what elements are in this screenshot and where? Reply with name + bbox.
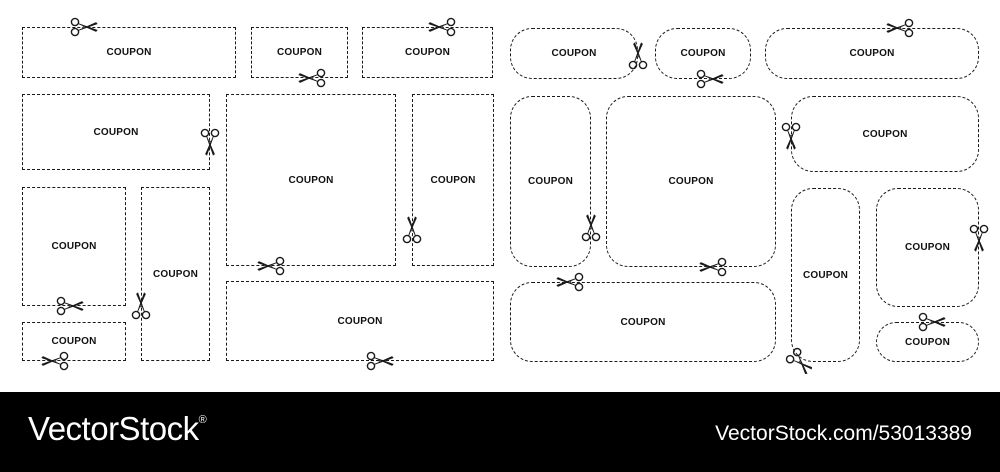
coupon-box: COUPON <box>510 96 591 267</box>
coupon-box: COUPON <box>141 187 210 361</box>
coupon-label: COUPON <box>680 48 726 59</box>
coupon-label: COUPON <box>51 336 97 347</box>
coupon-label: COUPON <box>862 128 908 140</box>
coupon-box: COUPON <box>22 322 126 361</box>
scissors-icon <box>55 291 85 321</box>
coupon-box: COUPON <box>22 94 210 170</box>
coupon-box: COUPON <box>655 28 751 79</box>
coupon-label: COUPON <box>620 316 666 328</box>
coupon-box: COUPON <box>226 94 396 266</box>
scissors-icon <box>397 215 427 245</box>
scissors-icon <box>126 291 156 321</box>
scissors-icon <box>427 12 457 42</box>
coupon-label: COUPON <box>152 268 199 280</box>
coupon-box: COUPON <box>510 28 638 79</box>
scissors-icon <box>365 346 395 376</box>
coupon-box: COUPON <box>510 282 776 362</box>
scissors-icon <box>256 251 286 281</box>
coupon-label: COUPON <box>802 269 849 281</box>
scissors-icon <box>917 307 947 337</box>
scissors-icon <box>195 127 225 157</box>
scissors-icon <box>555 267 585 297</box>
coupon-box: COUPON <box>22 27 236 78</box>
coupon-label: COUPON <box>93 126 139 138</box>
scissors-icon <box>623 41 653 71</box>
coupon-label: COUPON <box>276 47 323 58</box>
scissors-icon <box>297 63 327 93</box>
coupon-box: COUPON <box>412 94 494 266</box>
coupon-label: COUPON <box>527 176 574 187</box>
scissors-icon <box>40 346 70 376</box>
coupon-box: COUPON <box>606 96 776 267</box>
scissors-icon <box>885 13 915 43</box>
image-credit: VectorStock.com/53013389 <box>715 422 972 445</box>
coupon-label: COUPON <box>288 174 334 186</box>
coupon-label: COUPON <box>904 242 951 253</box>
scissors-icon <box>69 12 99 42</box>
scissors-icon <box>964 223 994 253</box>
coupon-label: COUPON <box>106 47 152 58</box>
coupon-sheet: COUPON COUPON COUPON COUPON COUPON COUPO… <box>22 12 994 377</box>
brand-logo: VectorStock® <box>28 410 207 448</box>
coupon-label: COUPON <box>668 176 714 187</box>
scissors-icon <box>785 347 815 377</box>
footer-bar: VectorStock® VectorStock.com/53013389 <box>0 392 1000 472</box>
coupon-box: COUPON <box>251 27 348 78</box>
coupon-label: COUPON <box>849 48 895 59</box>
coupon-box: COUPON <box>791 96 979 172</box>
coupon-box: COUPON <box>765 28 979 79</box>
coupon-label: COUPON <box>337 315 383 327</box>
scissors-icon <box>695 64 725 94</box>
scissors-icon <box>776 121 806 151</box>
trademark-mark: ® <box>198 414 207 426</box>
coupon-box: COUPON <box>22 187 126 306</box>
coupon-label: COUPON <box>51 241 97 252</box>
coupon-label: COUPON <box>404 47 451 58</box>
coupon-box: COUPON <box>876 188 979 307</box>
coupon-box: COUPON <box>362 27 493 78</box>
coupon-box: COUPON <box>791 188 860 362</box>
coupon-label: COUPON <box>904 336 951 348</box>
coupon-box: COUPON <box>226 281 494 361</box>
coupon-box: COUPON <box>876 322 979 362</box>
coupon-label: COUPON <box>551 48 597 59</box>
scissors-icon <box>576 213 606 243</box>
brand-name: VectorStock <box>28 410 199 447</box>
coupon-label: COUPON <box>430 174 476 186</box>
scissors-icon <box>698 252 728 282</box>
